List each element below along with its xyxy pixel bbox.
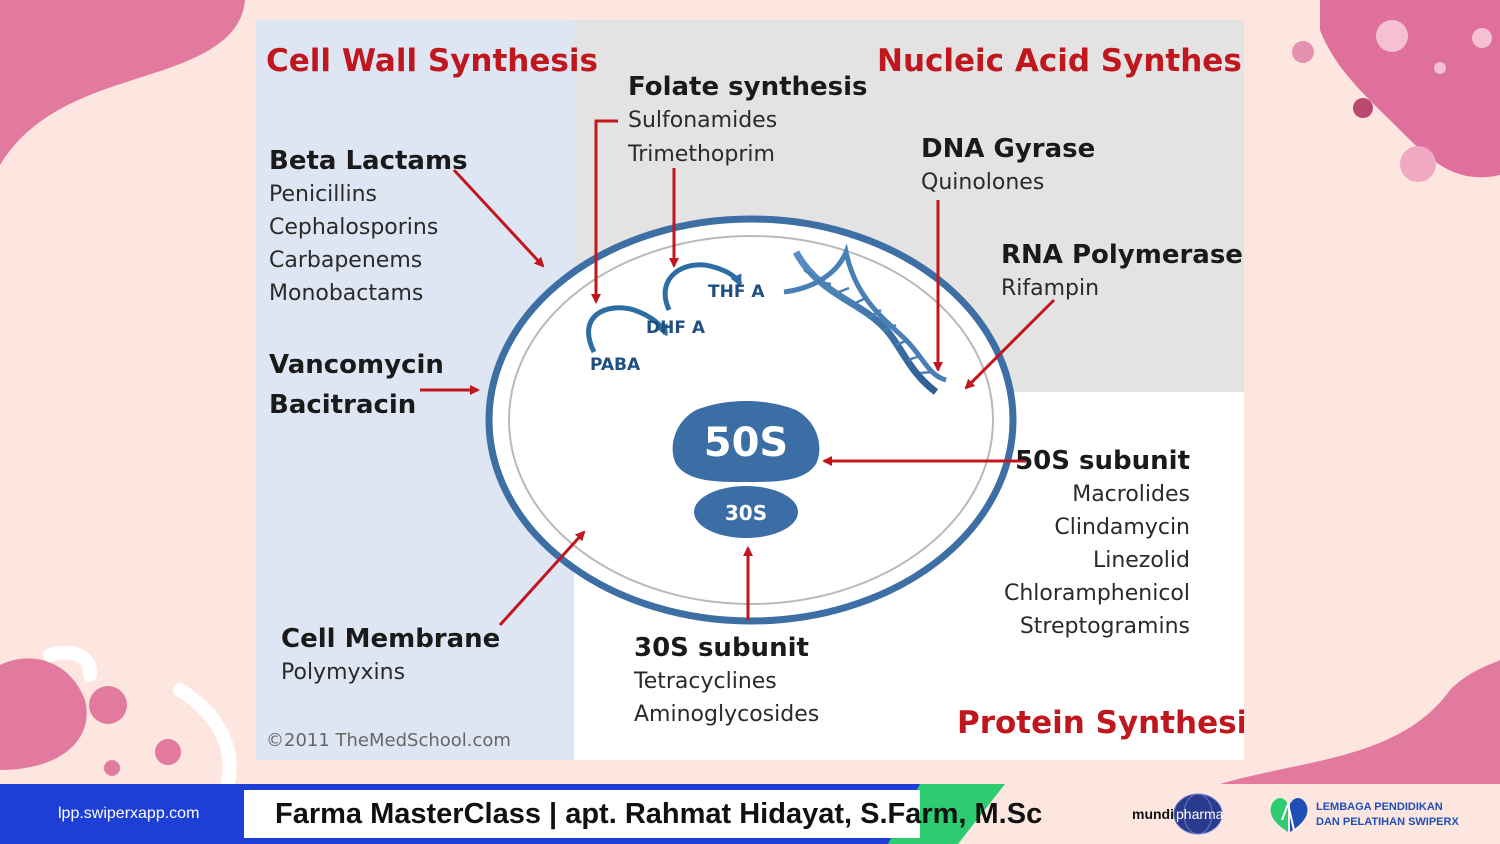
heading-protein-synthesis: Protein Synthesis: [957, 705, 1244, 741]
heart-logo-icon: [1270, 798, 1308, 832]
drug-monobactams: Monobactams: [269, 281, 424, 306]
heading-nucleic-acid-synthesis: Nucleic Acid Synthesis: [877, 43, 1244, 79]
footer-background: [0, 784, 1005, 844]
arrow-rifampin: [964, 298, 1056, 390]
site-url-link[interactable]: lpp.swiperxapp.com: [58, 805, 200, 822]
drug-polymyxins: Polymyxins: [281, 660, 406, 685]
drug-chloramphenicol: Chloramphenicol: [1003, 581, 1190, 606]
arrow-sulfonamides: [591, 119, 618, 304]
ribosome-50s-shape: [672, 401, 820, 482]
paba-to-dhf-arrow: [586, 305, 669, 354]
dna-helix-icon: [783, 243, 947, 395]
footer-bar: lpp.swiperxapp.com Farma MasterClass | a…: [0, 784, 1500, 844]
ribosome-30s-label: 30S: [724, 501, 768, 525]
folate-synthesis-title: Folate synthesis: [628, 72, 868, 102]
ribosome-50s-label: 50S: [703, 420, 789, 466]
drug-rifampin: Rifampin: [1001, 276, 1100, 301]
footer-title: Farma MasterClass | apt. Rahmat Hidayat,…: [275, 798, 1043, 830]
drug-streptogramins: Streptogramins: [1019, 614, 1190, 639]
drug-clindamycin: Clindamycin: [1054, 515, 1190, 540]
metabolite-dhf: DHF A: [646, 318, 706, 338]
antibiotic-mechanism-diagram: Cell Wall Synthesis Nucleic Acid Synthes…: [256, 20, 1244, 760]
ribosome-30s-shape: [694, 486, 798, 538]
drug-tetracyclines: Tetracyclines: [634, 669, 777, 694]
lembaga-text-line1: LEMBAGA PENDIDIKAN: [1316, 801, 1443, 813]
drug-macrolides: Macrolides: [1072, 482, 1190, 507]
drug-bacitracin: Bacitracin: [269, 390, 417, 420]
pharma-logo-text: pharma: [1176, 806, 1224, 822]
arrow-beta-lactams: [452, 168, 545, 268]
drug-cephalosporins: Cephalosporins: [269, 215, 439, 240]
cell-inner-membrane: [508, 235, 994, 605]
lembaga-swiperx-logo: LEMBAGA PENDIDIKAN DAN PELATIHAN SWIPERX: [1268, 792, 1488, 838]
drug-aminoglycosides: Aminoglycosides: [634, 702, 820, 727]
mundipharma-logo: mundi pharma: [1132, 792, 1224, 838]
copyright-notice: ©2011 TheMedSchool.com: [266, 730, 511, 751]
dhf-to-thf-arrow: [662, 262, 743, 312]
cell-membrane-title: Cell Membrane: [281, 624, 501, 654]
drug-linezolid: Linezolid: [1092, 548, 1190, 573]
metabolite-thf: THF A: [708, 282, 765, 302]
dna-gyrase-title: DNA Gyrase: [921, 134, 1096, 164]
drug-trimethoprim: Trimethoprim: [628, 142, 775, 167]
beta-lactams-title: Beta Lactams: [269, 146, 468, 176]
subunit-30s-title: 30S subunit: [634, 633, 809, 663]
metabolite-paba: PABA: [590, 355, 641, 375]
mundi-logo-text: mundi: [1132, 806, 1174, 822]
drug-quinolones: Quinolones: [921, 170, 1045, 195]
drug-carbapenems: Carbapenems: [269, 248, 423, 273]
rna-polymerase-title: RNA Polymerase: [1001, 240, 1243, 270]
lembaga-text-line2: DAN PELATIHAN SWIPERX: [1316, 816, 1459, 828]
diagram-graphics: [420, 119, 1056, 627]
heading-cell-wall-synthesis: Cell Wall Synthesis: [266, 43, 598, 79]
arrow-cell-membrane: [498, 530, 586, 627]
drug-sulfonamides: Sulfonamides: [628, 108, 778, 133]
drug-penicillins: Penicillins: [269, 182, 378, 207]
drug-vancomycin: Vancomycin: [269, 350, 444, 380]
subunit-50s-title: 50S subunit: [1015, 446, 1190, 476]
